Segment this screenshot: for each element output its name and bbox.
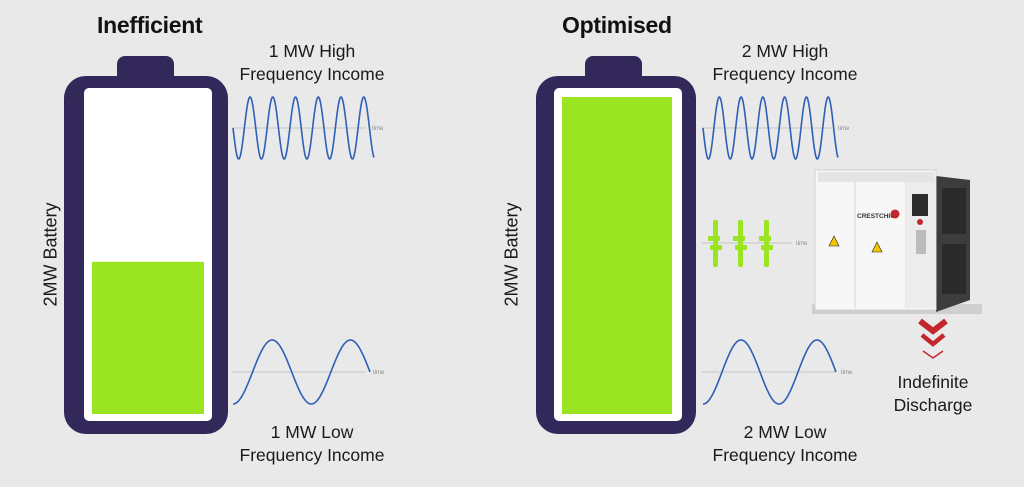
- pulse-axis-label: time: [796, 241, 808, 247]
- left-high-axis-label: time: [372, 126, 384, 132]
- pulse-icon: [708, 220, 773, 267]
- load-bank-grille-top: [942, 188, 966, 234]
- left-high-caption-line1: 1 MW High: [268, 41, 356, 61]
- load-bank-brand: CRESTCHIC: [857, 213, 895, 220]
- pulse-bar: [738, 220, 743, 267]
- chevron-down-icon: [920, 333, 946, 347]
- left-low-axis-label: time: [373, 370, 385, 376]
- left-high-caption-line2: Frequency Income: [239, 64, 385, 84]
- right-battery-charge: [562, 97, 672, 414]
- load-bank-grille-bottom: [942, 244, 966, 294]
- discharge-line2: Discharge: [893, 395, 973, 415]
- left-low-caption-line2: Frequency Income: [239, 445, 385, 465]
- brand-logo-icon: [890, 209, 900, 219]
- left-low-sine-wave-icon: [232, 339, 371, 405]
- pulse-bar: [713, 220, 718, 267]
- right-high-caption: 2 MW High Frequency Income: [695, 40, 875, 86]
- discharge-caption: Indefinite Discharge: [873, 371, 993, 417]
- left-battery-charge: [92, 261, 204, 414]
- right-low-caption-line2: Frequency Income: [712, 445, 858, 465]
- inefficient-heading: Inefficient: [97, 12, 203, 38]
- optimised-heading: Optimised: [562, 12, 672, 38]
- hazard-icon: [828, 235, 840, 247]
- right-high-sine-wave-icon: [702, 96, 839, 160]
- right-low-caption: 2 MW Low Frequency Income: [695, 421, 875, 467]
- right-high-axis-label: time: [838, 126, 850, 132]
- left-low-caption-line1: 1 MW Low: [270, 422, 354, 442]
- left-high-caption: 1 MW High Frequency Income: [222, 40, 402, 86]
- right-low-caption-line1: 2 MW Low: [743, 422, 827, 442]
- hazard-icon: [871, 241, 883, 253]
- right-low-sine-wave-icon: [702, 339, 837, 405]
- discharge-line1: Indefinite: [897, 372, 969, 392]
- chevron-down-icon: [922, 350, 944, 359]
- left-high-sine-wave-icon: [232, 96, 375, 160]
- right-low-axis-label: time: [841, 370, 853, 376]
- chevron-down-icon: [918, 318, 948, 335]
- pulse-bar: [764, 220, 769, 267]
- left-low-caption: 1 MW Low Frequency Income: [222, 421, 402, 467]
- right-high-caption-line2: Frequency Income: [712, 64, 858, 84]
- right-high-caption-line1: 2 MW High: [741, 41, 829, 61]
